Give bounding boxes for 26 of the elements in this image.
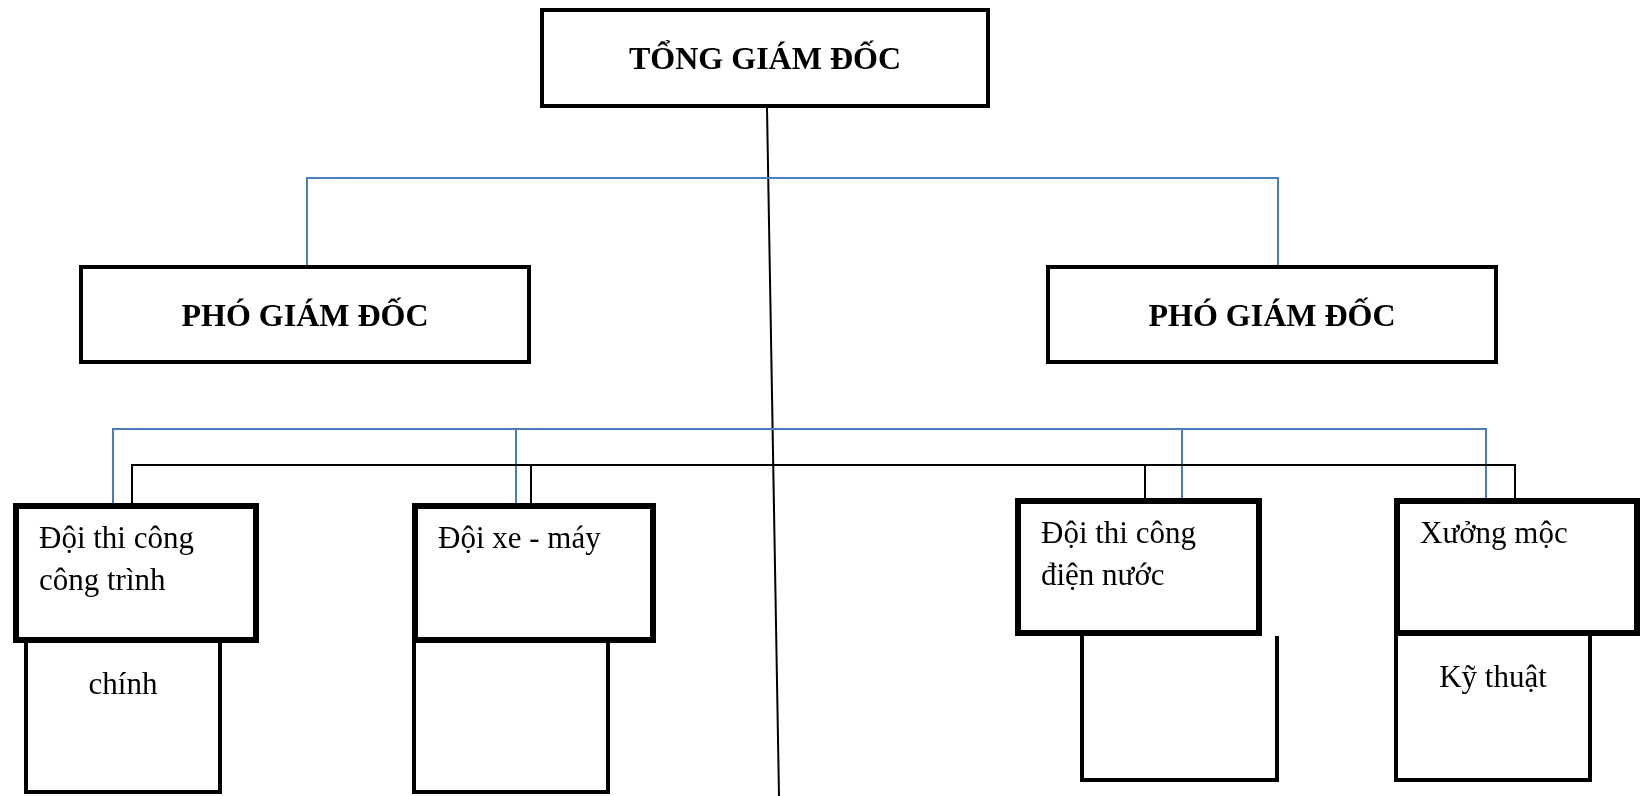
department-box [1394,636,1592,782]
team-box [13,503,259,643]
box-label: Đội thi công công trình [39,519,195,599]
title-text: TỔNG GIÁM ĐỐC [629,39,901,78]
box-label: Đội thi công điện nước [1041,514,1197,594]
connector-line [131,464,532,504]
title-text: PHÓ GIÁM ĐỐC [1148,295,1396,335]
department-box [24,643,222,794]
box-label: chính [87,665,159,703]
connector-line [112,428,517,504]
connector-line [1181,428,1487,499]
connector-line [766,107,780,796]
title-box [540,8,990,108]
title-box [79,265,531,364]
team-box [412,503,656,643]
team-box [1394,498,1640,636]
connector-line [1144,464,1516,499]
title-text: PHÓ GIÁM ĐỐC [181,295,429,335]
title-box [1046,265,1498,364]
connector-line [306,177,1279,266]
box-label: Kỹ thuật [1438,658,1548,696]
empty-box [412,643,610,794]
box-label: Xưởng mộc [1420,514,1569,552]
box-label: Đội xe - máy [438,519,602,557]
empty-box [1080,636,1279,782]
team-box [1015,498,1262,636]
